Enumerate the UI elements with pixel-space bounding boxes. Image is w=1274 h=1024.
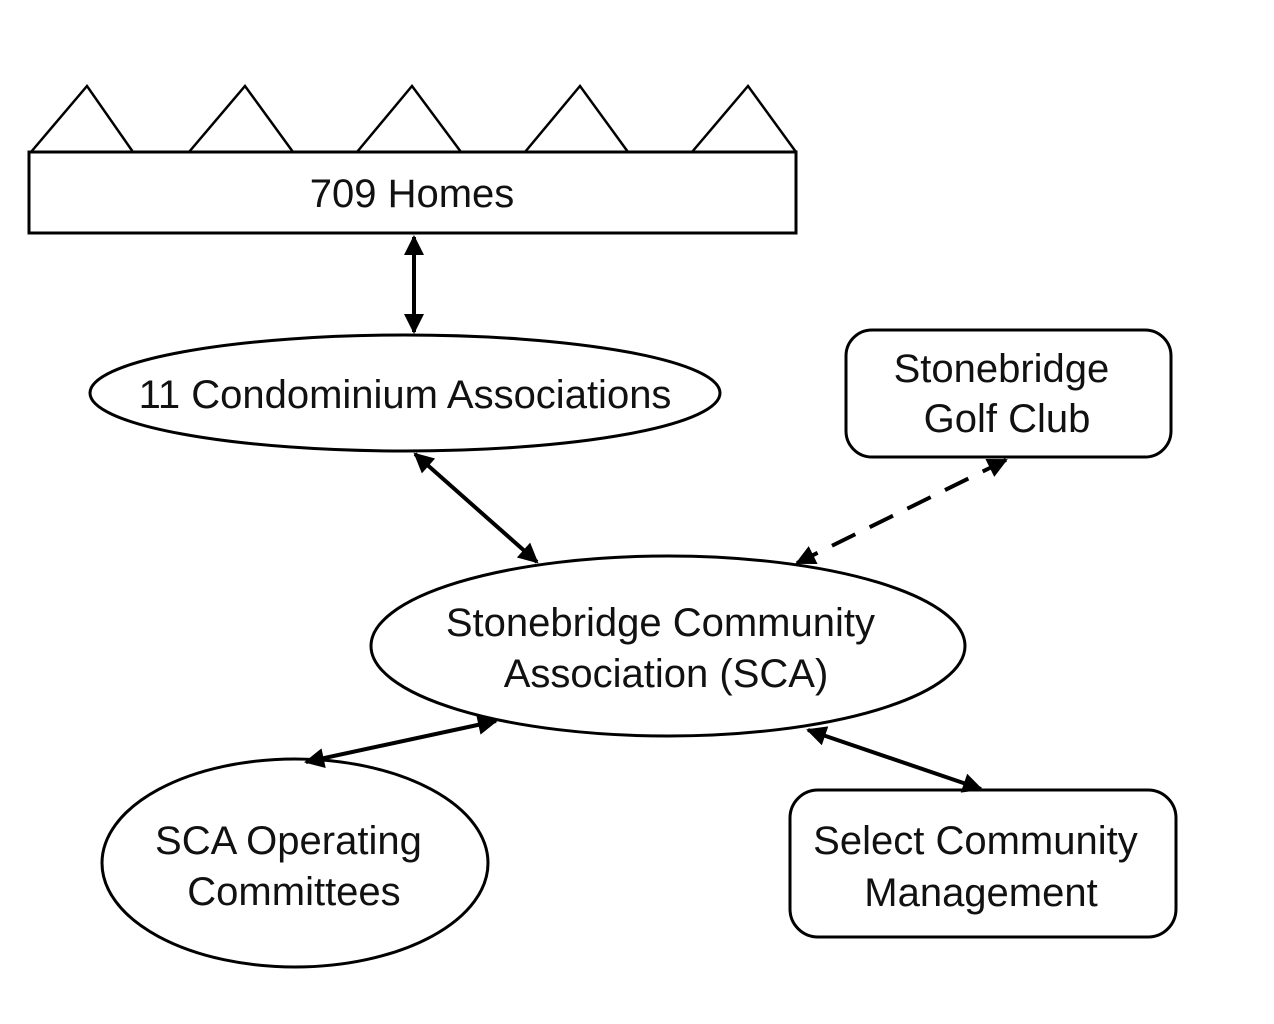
- management-label: Select Community Management: [813, 819, 1149, 915]
- condos-ellipse: [88, 333, 722, 453]
- management-label-line-2: Management: [864, 871, 1097, 915]
- committees-ellipse: [100, 757, 490, 969]
- edge-sca-committees: [304, 715, 498, 768]
- golf-label-line-1: Stonebridge: [894, 347, 1110, 391]
- sca-label-line-1: Stonebridge Community: [446, 601, 875, 645]
- committees-label-line-1: SCA Operating: [155, 819, 422, 863]
- roof-1: [30, 83, 135, 153]
- condos-label-line-1: 11 Condominium Associations: [139, 373, 672, 417]
- roof-4: [524, 83, 630, 153]
- sca-label-line-2: Association (SCA): [504, 652, 829, 696]
- node-homes: 709 Homes: [27, 83, 798, 235]
- management-label-line-1: Select Community: [813, 819, 1138, 863]
- edge-golf-sca: [795, 458, 1008, 565]
- committees-label: SCA Operating Committees: [155, 819, 433, 914]
- homes-label-line-1: 709 Homes: [310, 172, 515, 216]
- roof-3: [356, 83, 463, 153]
- management-box: [788, 788, 1178, 939]
- edge-condos-sca: [413, 452, 539, 564]
- node-golf-club: Stonebridge Golf Club: [844, 328, 1173, 459]
- golf-label-line-2: Golf Club: [924, 397, 1091, 441]
- committees-label-line-2: Committees: [187, 870, 400, 914]
- node-condominium-associations: 11 Condominium Associations: [88, 333, 722, 453]
- node-sca: Stonebridge Community Association (SCA): [369, 554, 967, 738]
- roof-5: [691, 83, 798, 153]
- house-roofs-icon: [30, 83, 798, 153]
- condos-label: 11 Condominium Associations: [139, 373, 672, 417]
- sca-label: Stonebridge Community Association (SCA): [446, 601, 886, 696]
- golf-box: [844, 328, 1173, 459]
- edge-sca-management: [806, 726, 983, 793]
- homes-label: 709 Homes: [310, 172, 515, 216]
- node-community-management: Select Community Management: [788, 788, 1178, 939]
- homes-box: [27, 150, 798, 235]
- sca-ellipse: [369, 554, 967, 738]
- golf-label: Stonebridge Golf Club: [894, 347, 1121, 441]
- roof-2: [188, 83, 295, 153]
- connectors: [304, 235, 1008, 793]
- node-operating-committees: SCA Operating Committees: [100, 757, 490, 969]
